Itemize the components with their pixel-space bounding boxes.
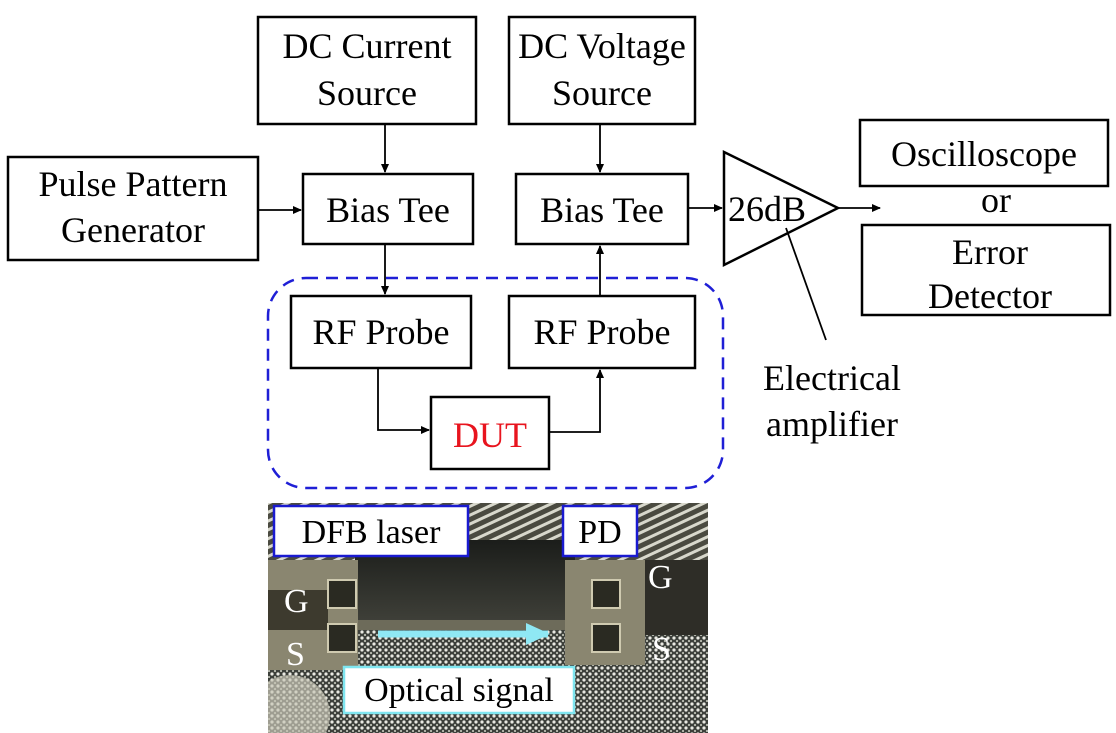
pulse-pattern-generator-line2: Generator — [61, 210, 205, 250]
or-label: or — [981, 180, 1011, 220]
amplifier-caption-pointer — [785, 227, 827, 341]
pd-label: PD — [561, 504, 639, 558]
optical-signal-text: Optical signal — [364, 672, 554, 709]
pad-g-left: G — [284, 583, 309, 620]
arrow-probe-to-dut — [377, 368, 430, 434]
dut-group-dashed-outline — [266, 276, 725, 490]
bias-tee-right-block: Bias Tee — [514, 172, 690, 246]
pad-s-left: S — [286, 636, 305, 673]
dc-voltage-source-line2: Source — [552, 73, 652, 113]
rf-probe-left-block: RF Probe — [289, 294, 473, 370]
error-detector-block: Error Detector — [860, 223, 1112, 317]
error-detector-line2: Detector — [928, 276, 1052, 316]
pulse-pattern-generator-line1: Pulse Pattern — [39, 164, 228, 204]
error-detector-line1: Error — [952, 232, 1028, 272]
amplifier-gain-label: 26dB — [728, 189, 806, 229]
optical-signal-label: Optical signal — [342, 665, 576, 715]
dc-current-source-block: DC Current Source — [256, 15, 478, 126]
dc-current-source-line2: Source — [317, 73, 417, 113]
amplifier-caption-line2: amplifier — [766, 404, 898, 444]
dfb-laser-text: DFB laser — [302, 514, 442, 551]
dut-block: DUT — [429, 395, 551, 471]
pulse-pattern-generator-block: Pulse Pattern Generator — [6, 155, 260, 262]
dfb-laser-label: DFB laser — [272, 504, 470, 558]
dut-label: DUT — [453, 415, 527, 455]
bias-tee-left-block: Bias Tee — [301, 172, 475, 246]
dc-voltage-source-line1: DC Voltage — [518, 26, 686, 66]
dc-current-source-line1: DC Current — [283, 26, 452, 66]
dc-voltage-source-block: DC Voltage Source — [507, 15, 697, 126]
bias-tee-left-label: Bias Tee — [326, 190, 450, 230]
rf-probe-right-block: RF Probe — [507, 294, 697, 370]
bias-tee-right-label: Bias Tee — [540, 190, 664, 230]
oscilloscope-label: Oscilloscope — [891, 134, 1077, 174]
oscilloscope-block: Oscilloscope — [858, 118, 1110, 188]
rf-probe-left-label: RF Probe — [312, 312, 449, 352]
rf-probe-right-label: RF Probe — [533, 312, 670, 352]
amplifier-caption: Electrical amplifier — [763, 358, 901, 444]
amplifier-triangle: 26dB — [722, 149, 841, 268]
pd-text: PD — [578, 514, 621, 551]
pad-g-right: G — [648, 559, 673, 596]
arrow-dut-to-probe — [549, 369, 604, 433]
pad-s-right: S — [652, 631, 671, 668]
amplifier-caption-line1: Electrical — [763, 358, 901, 398]
